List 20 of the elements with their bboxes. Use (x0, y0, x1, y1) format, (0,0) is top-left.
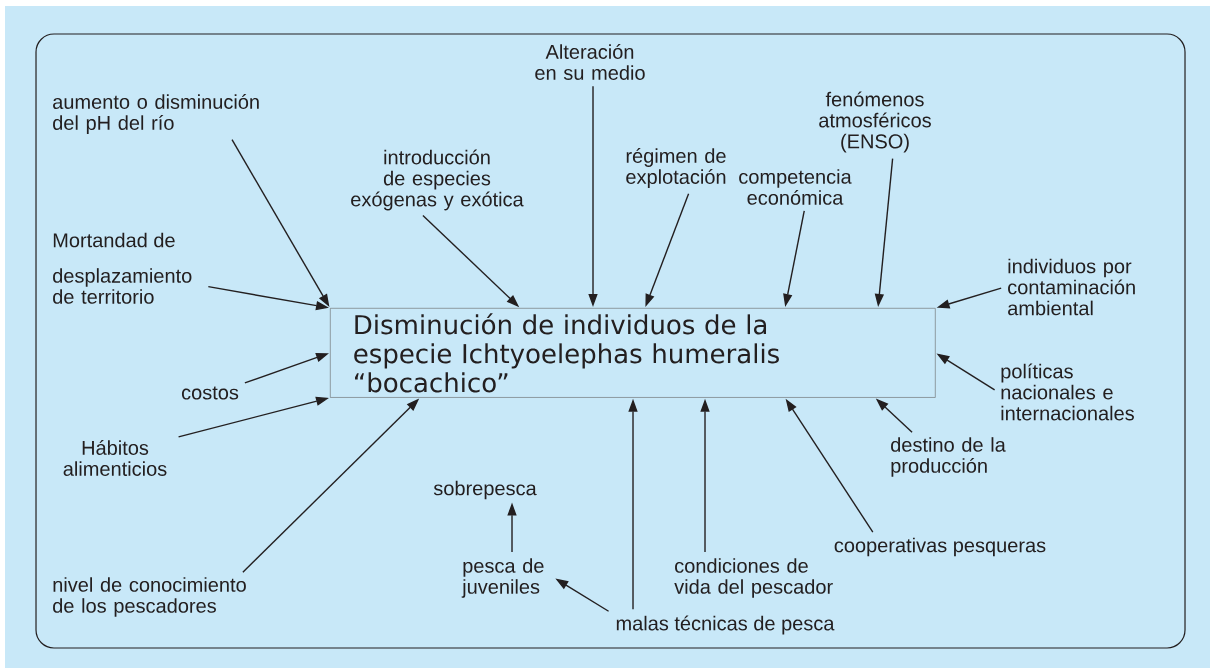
cause-text: fenómenos atmosféricos (ENSO) (819, 91, 931, 153)
cause-text: costos (181, 386, 239, 400)
cause-text: régimen de explotación (626, 148, 726, 188)
cause-text: introducción de especies exógenas y exótica (351, 149, 524, 211)
cause-text: cooperativas pesqueras (834, 537, 1046, 557)
cause-text: aumento o disminución del pH del río (53, 94, 259, 134)
note-text: Mortandad de (53, 232, 175, 248)
cause-text: Hábitos alimenticios (63, 440, 167, 476)
cause-text: políticas nacionales e internacionales (1001, 363, 1134, 421)
cause-text: desplazamiento de territorio (53, 268, 192, 304)
cause-text: sobrepesca (433, 480, 537, 500)
cause-text: destino de la producción (891, 437, 1006, 477)
cause-text: competencia económica (739, 169, 852, 205)
cause-text: condiciones de vida del pescador (674, 558, 833, 598)
cause-text: Alteración en su medio (535, 44, 645, 80)
cause-text: pesca de juveniles (461, 558, 544, 598)
cause-text: individuos por contaminación ambiental (1008, 258, 1135, 316)
cause-text: malas técnicas de pesca (616, 615, 835, 635)
cause-text: nivel de conocimiento de los pescadores (53, 577, 246, 617)
central-box: Disminución de individuos de la especie Ichtyoelephas humeralis “bocachico” (330, 308, 936, 398)
